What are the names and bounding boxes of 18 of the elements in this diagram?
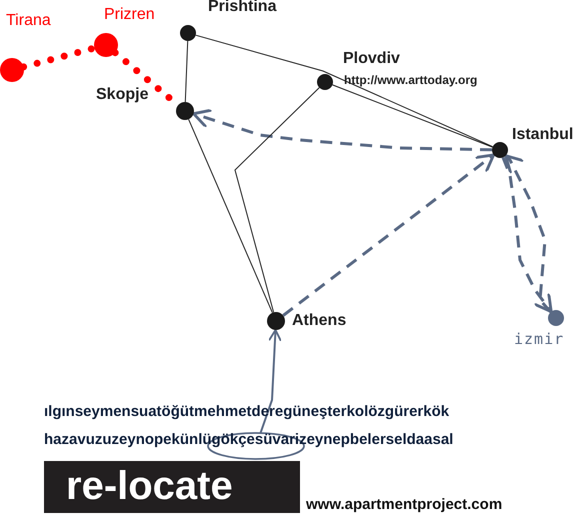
connector-line (332, 84, 493, 148)
city-label: Tirana (6, 12, 51, 30)
title-banner: re-locate (44, 461, 300, 513)
arrow (282, 153, 496, 317)
handwritten-label: izmir (514, 330, 564, 348)
city-label: Plovdiv (343, 50, 400, 68)
city-label: Prizren (104, 6, 155, 24)
city-label: Athens (292, 312, 346, 330)
connector-line (184, 40, 188, 102)
arrow (192, 108, 492, 152)
web-address: www.apartmentproject.com (306, 496, 502, 513)
connector-line (234, 87, 320, 313)
arrow (260, 329, 282, 434)
city-label: Skopje (96, 86, 148, 104)
url-text: http://www.arttoday.org (344, 73, 478, 87)
city-label: Istanbul (512, 126, 574, 144)
connector-line (195, 34, 494, 148)
connector-line (188, 118, 273, 314)
